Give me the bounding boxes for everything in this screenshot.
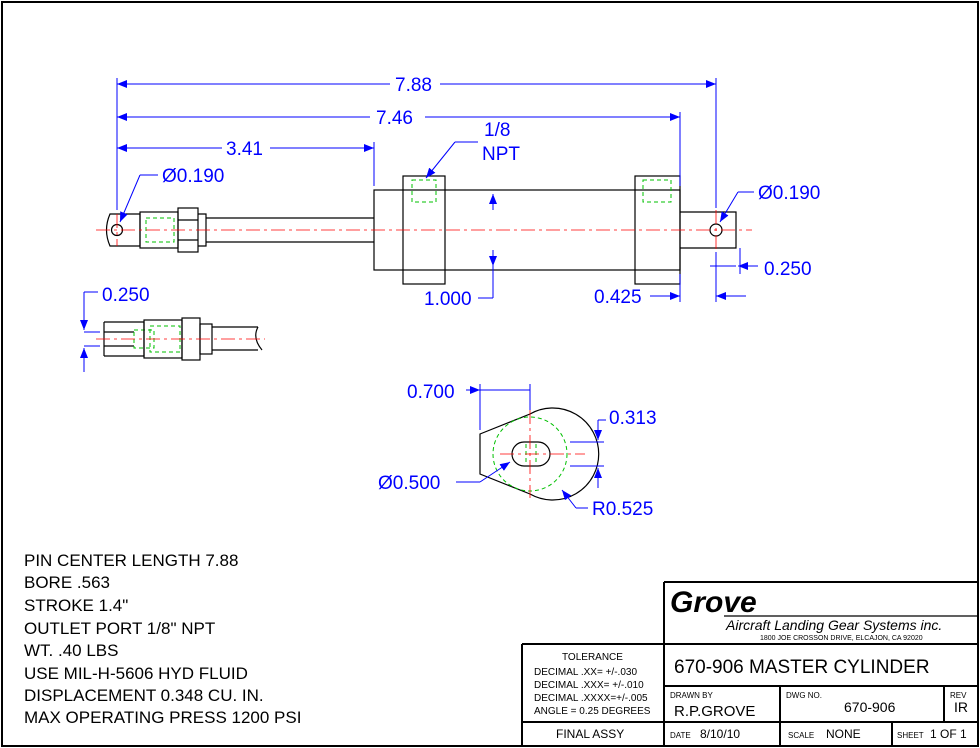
sheet-value: 1 OF 1 xyxy=(930,727,967,741)
dim-left-pin-dia: Ø0.190 xyxy=(162,166,224,187)
spec-notes: PIN CENTER LENGTH 7.88 BORE .563 STROKE … xyxy=(24,551,301,727)
dwg-no-label: DWG NO. xyxy=(786,691,822,700)
scale-label: SCALE xyxy=(788,731,814,740)
title-block: Grove Aircraft Landing Gear Systems inc.… xyxy=(521,581,978,746)
note-line: PIN CENTER LENGTH 7.88 xyxy=(24,551,238,570)
note-line: DISPLACEMENT 0.348 CU. IN. xyxy=(24,686,264,705)
dim-port-size: 1/8 xyxy=(484,120,510,141)
dim-body-dia: 1.000 xyxy=(424,289,472,310)
dim-clevis-slot: 0.250 xyxy=(102,285,150,306)
sheet-label: SHEET xyxy=(897,731,924,740)
end-view xyxy=(479,407,600,501)
rev-label: REV xyxy=(950,691,967,700)
date-label: DATE xyxy=(670,731,691,740)
note-line: WT. .40 LBS xyxy=(24,641,118,660)
note-line: OUTLET PORT 1/8" NPT xyxy=(24,619,215,638)
drawn-by-value: R.P.GROVE xyxy=(674,703,755,720)
note-line: USE MIL-H-5606 HYD FLUID xyxy=(24,664,248,683)
tolerance-line: DECIMAL .XXXX=+/-.005 xyxy=(534,693,648,704)
company-logo: Grove xyxy=(670,586,757,619)
dim-eye-hole-dia: Ø0.500 xyxy=(378,473,440,494)
note-line: BORE .563 xyxy=(24,573,110,592)
dwg-no-value: 670-906 xyxy=(844,699,896,715)
company-address: 1800 JOE CROSSON DRIVE, ELCAJON, CA 9202… xyxy=(760,635,923,642)
final-assy: FINAL ASSY xyxy=(556,727,624,741)
note-line: MAX OPERATING PRESS 1200 PSI xyxy=(24,708,301,727)
scale-value: NONE xyxy=(826,727,861,741)
dim-body-length: 7.46 xyxy=(376,108,413,129)
rev-value: IR xyxy=(954,699,968,715)
dimension-lines xyxy=(80,78,758,509)
dim-eye-radius: R0.525 xyxy=(592,499,653,520)
dim-eye-width: 0.700 xyxy=(407,382,455,403)
tolerance-line: DECIMAL .XXX= +/-.010 xyxy=(534,680,644,691)
drawn-by-label: DRAWN BY xyxy=(670,691,713,700)
company-name: Aircraft Landing Gear Systems inc. xyxy=(725,617,942,633)
dim-right-end-width: 0.250 xyxy=(764,259,812,280)
side-view xyxy=(96,175,752,285)
dim-eye-offset: 0.313 xyxy=(609,408,657,429)
dim-port-type: NPT xyxy=(482,144,520,165)
date-value: 8/10/10 xyxy=(700,727,740,741)
dim-rod-length: 3.41 xyxy=(226,139,263,160)
dim-overall-length: 7.88 xyxy=(395,75,432,96)
tolerance-line: ANGLE = 0.25 DEGREES xyxy=(534,706,651,717)
tolerance-line: DECIMAL .XX= +/-.030 xyxy=(534,667,637,678)
clevis-detail xyxy=(96,317,265,361)
dim-right-pin-dia: Ø0.190 xyxy=(758,183,820,204)
tolerance-heading: TOLERANCE xyxy=(562,652,623,663)
dim-end-offset: 0.425 xyxy=(594,287,642,308)
note-line: STROKE 1.4" xyxy=(24,596,128,615)
drawing-title: 670-906 MASTER CYLINDER xyxy=(674,657,930,678)
